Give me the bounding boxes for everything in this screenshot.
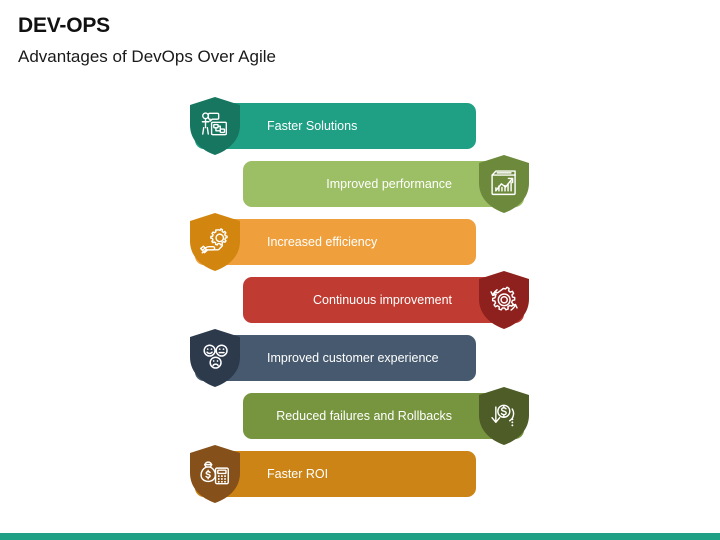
advantage-row[interactable]: Improved customer experience <box>186 327 476 389</box>
advantage-bar[interactable]: Faster Solutions <box>195 103 476 149</box>
advantage-shield-badge <box>475 385 533 447</box>
advantage-bar[interactable]: Continuous improvement <box>243 277 524 323</box>
advantage-bar[interactable]: Improved customer experience <box>195 335 476 381</box>
advantage-shield-badge <box>475 269 533 331</box>
advantage-shield-badge <box>186 211 244 273</box>
advantage-row[interactable]: Increased efficiency <box>186 211 476 273</box>
money-bag-calculator-icon <box>200 461 229 485</box>
feedback-faces-icon <box>203 344 228 369</box>
advantage-shield-badge <box>186 443 244 505</box>
advantage-row[interactable]: Improved performance <box>243 153 533 215</box>
advantage-label: Reduced failures and Rollbacks <box>276 408 452 423</box>
advantage-bar[interactable]: Improved performance <box>243 161 524 207</box>
advantage-bar[interactable]: Faster ROI <box>195 451 476 497</box>
advantage-bar[interactable]: Increased efficiency <box>195 219 476 265</box>
advantage-shield-badge <box>475 153 533 215</box>
advantage-row[interactable]: Continuous improvement <box>243 269 533 331</box>
advantage-label: Faster ROI <box>267 466 329 481</box>
bottom-accent-bar <box>0 533 720 540</box>
advantage-label: Improved performance <box>326 176 452 191</box>
page-subtitle: Advantages of DevOps Over Agile <box>18 47 276 66</box>
page-title: DEV-OPS <box>18 14 110 37</box>
advantage-bar[interactable]: Reduced failures and Rollbacks <box>243 393 524 439</box>
advantage-row[interactable]: Reduced failures and Rollbacks <box>243 385 533 447</box>
advantage-label: Continuous improvement <box>313 292 452 307</box>
advantage-shield-badge <box>186 327 244 389</box>
growth-chart-document-icon <box>491 170 516 196</box>
presenter-flowchart-icon <box>201 112 228 136</box>
advantage-row[interactable]: Faster ROI <box>186 443 476 505</box>
advantage-label: Faster Solutions <box>267 118 358 133</box>
advantage-row[interactable]: Faster Solutions <box>186 95 476 157</box>
hand-gear-icon <box>200 228 228 254</box>
advantage-label: Improved customer experience <box>267 350 439 365</box>
advantage-shield-badge <box>186 95 244 157</box>
money-down-arrow-icon <box>491 404 515 427</box>
advantage-label: Increased efficiency <box>267 234 378 249</box>
gear-cycle-icon <box>490 286 518 311</box>
